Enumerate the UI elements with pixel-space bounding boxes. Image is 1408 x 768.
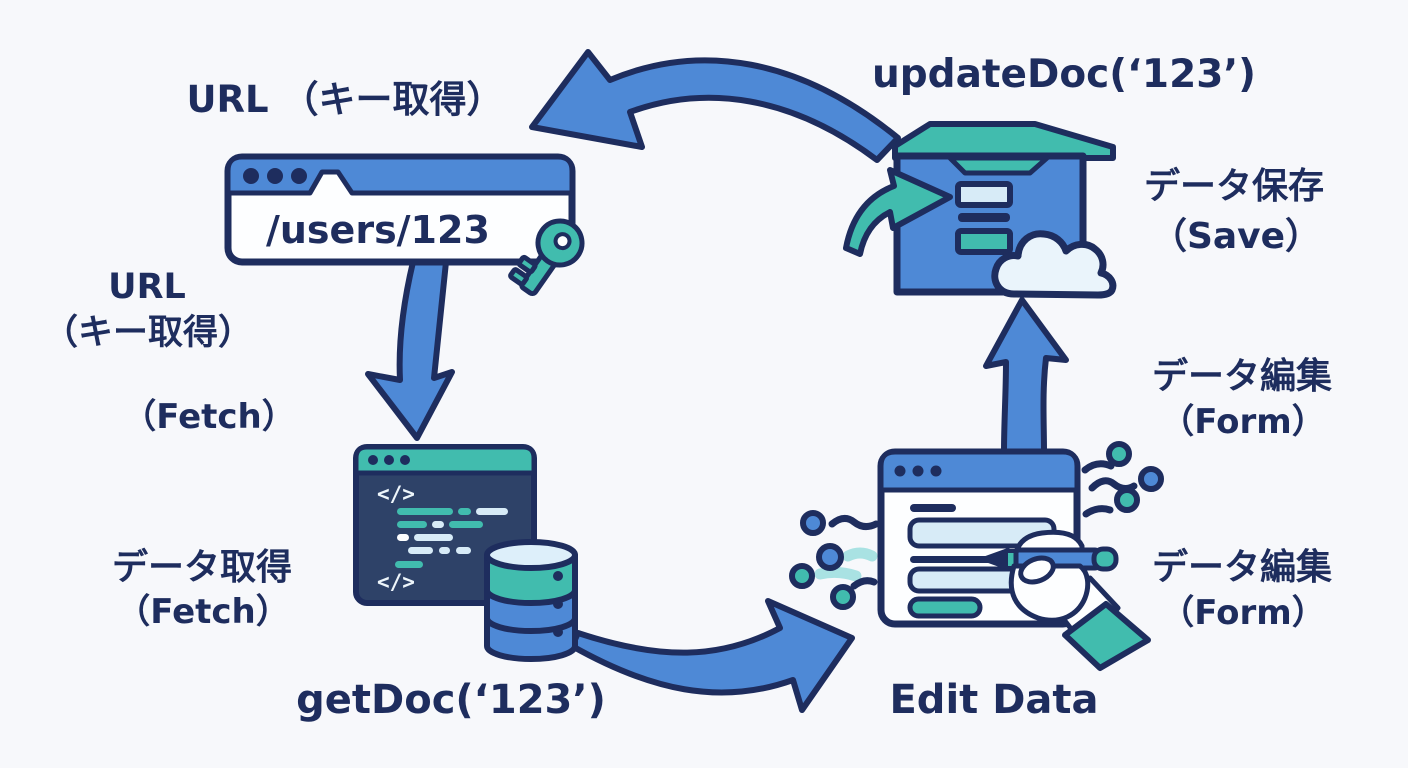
- arrow-up-icon: [983, 297, 1069, 455]
- dots-squiggles-left: [789, 510, 880, 610]
- teal-import-arrow-icon: [843, 167, 953, 257]
- box-slot-bar: [958, 213, 1010, 222]
- label-form-top-2: （Form）: [1160, 402, 1325, 442]
- window-dot-icon: [243, 168, 259, 184]
- label-url-key-top: URL （キー取得）: [187, 78, 504, 121]
- window-dot-icon: [400, 455, 410, 465]
- code-tag-text: </>: [377, 570, 415, 594]
- label-save-2: （Save）: [1151, 216, 1321, 257]
- box-slot-teal: [955, 228, 1013, 255]
- key-icon: [508, 218, 585, 297]
- browser-window-icon: /users/123: [224, 153, 576, 266]
- arrow-left-curved-icon: [529, 49, 901, 163]
- label-url-side-1: URL: [108, 267, 186, 307]
- form-label-line: [910, 556, 1002, 563]
- window-dot-icon: [912, 465, 924, 477]
- window-dot-icon: [368, 455, 378, 465]
- box-slot-light: [955, 181, 1013, 208]
- label-getdoc: getDoc(‘123’): [296, 677, 606, 723]
- window-dot-icon: [384, 455, 394, 465]
- form-label-line: [910, 504, 956, 512]
- archive-box-icon: [843, 121, 1117, 299]
- database-icon: [484, 539, 578, 662]
- arrow-right-curved-icon: [569, 598, 855, 713]
- label-save-1: データ保存: [1144, 165, 1324, 207]
- arrow-down-curved-icon: [365, 259, 455, 441]
- label-updatedoc: updateDoc(‘123’): [872, 52, 1256, 97]
- cuff: [1062, 601, 1151, 671]
- label-form-bottom-2: （Form）: [1160, 593, 1325, 633]
- label-form-top-1: データ編集: [1152, 355, 1332, 397]
- window-dot-icon: [894, 465, 906, 477]
- dots-squiggles-right: [1081, 441, 1164, 518]
- label-fetch-1: データ取得: [112, 546, 292, 588]
- window-dot-icon: [291, 168, 307, 184]
- label-editdata: Edit Data: [889, 677, 1098, 723]
- box-lid: [892, 121, 1116, 161]
- pen-cap: [1091, 546, 1119, 572]
- code-tag-text: </>: [377, 482, 415, 506]
- window-dot-icon: [930, 465, 942, 477]
- label-url-side-3: （Fetch）: [122, 397, 296, 437]
- label-url-side-2: （キー取得）: [43, 313, 253, 353]
- box-handle: [947, 155, 1050, 176]
- form-button: [907, 596, 983, 619]
- code-lines: [395, 508, 508, 568]
- address-text: /users/123: [266, 208, 490, 252]
- cloud-icon: [991, 230, 1117, 299]
- label-form-bottom-1: データ編集: [1152, 546, 1332, 588]
- hand-pen-icon: [981, 529, 1151, 671]
- window-dot-icon: [267, 168, 283, 184]
- thumb: [1018, 555, 1056, 585]
- label-fetch-2: （Fetch）: [116, 592, 290, 632]
